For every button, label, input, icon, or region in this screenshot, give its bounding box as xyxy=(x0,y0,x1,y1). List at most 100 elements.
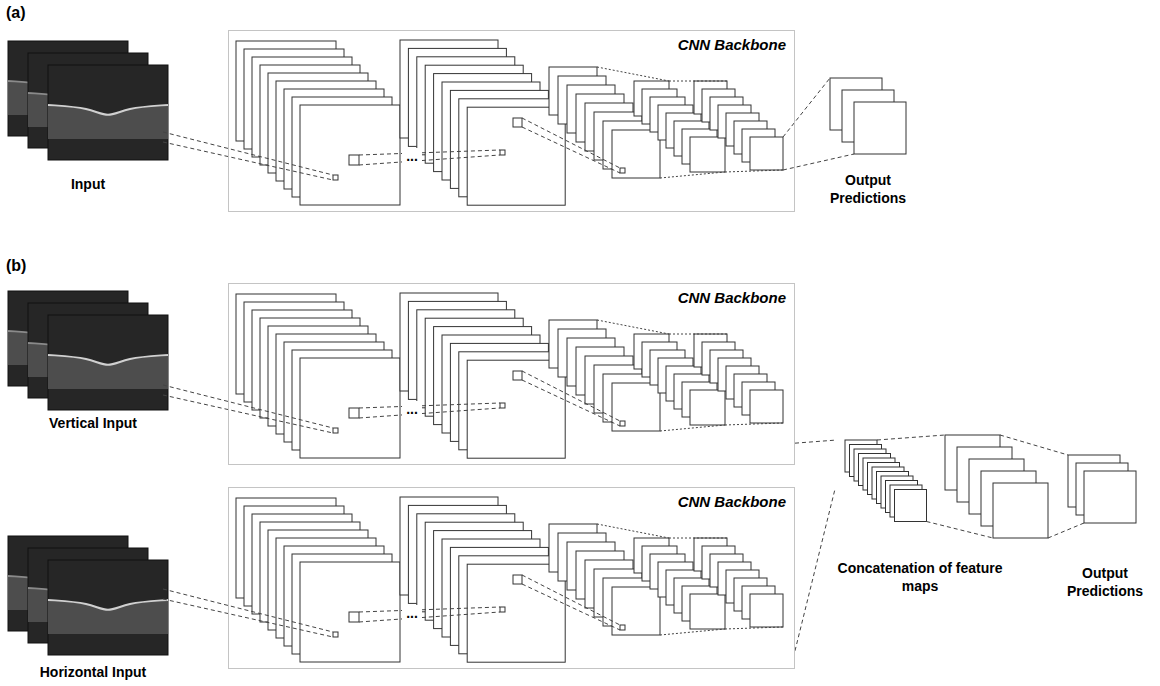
receptive-field xyxy=(620,168,625,173)
feature-map xyxy=(467,107,565,205)
output-label: Output Predictions xyxy=(818,172,918,207)
receptive-field xyxy=(500,607,505,612)
output-stack xyxy=(1068,455,1136,523)
projection-line xyxy=(783,78,830,137)
receptive-field xyxy=(513,575,522,584)
projection-line xyxy=(163,599,333,637)
projection-line xyxy=(522,118,620,168)
projection-line xyxy=(163,132,333,175)
feature-connector xyxy=(795,440,835,443)
feature-map xyxy=(467,360,565,458)
feature-map xyxy=(750,390,783,423)
feature-map-stack xyxy=(236,294,400,458)
retina-band xyxy=(48,600,168,610)
receptive-field xyxy=(333,428,338,433)
receptive-field xyxy=(513,118,522,127)
oct-image-stack xyxy=(8,536,168,655)
receptive-field xyxy=(333,632,338,637)
retina-layers xyxy=(48,355,168,389)
feature-map-stack xyxy=(236,498,400,662)
receptive-field xyxy=(620,421,625,426)
ellipsis: ... xyxy=(402,401,422,419)
feature-map xyxy=(750,137,783,170)
projection-line xyxy=(660,425,725,431)
projection-line xyxy=(163,142,333,180)
projection-line xyxy=(522,380,620,426)
feature-map xyxy=(612,383,660,431)
retina-layers xyxy=(48,105,168,139)
projection-line xyxy=(725,423,783,425)
feature-map xyxy=(300,105,400,205)
projection-line xyxy=(359,403,500,408)
retina-layers xyxy=(48,600,168,634)
feature-map xyxy=(300,358,400,458)
projection-line xyxy=(522,584,620,630)
receptive-field xyxy=(349,155,359,165)
projection-line xyxy=(927,522,994,539)
projection-line xyxy=(725,170,783,172)
projection-line xyxy=(522,575,620,625)
projection-line xyxy=(359,612,500,622)
feature-map-stack xyxy=(694,334,783,423)
fused-feature-stack xyxy=(945,435,1048,538)
projection-line xyxy=(359,150,500,155)
backbone-box: CNN Backbone xyxy=(228,30,795,212)
receptive-field xyxy=(349,408,359,418)
projection-line xyxy=(660,172,725,178)
feature-map xyxy=(690,390,725,425)
retina-band xyxy=(48,105,168,115)
backbone-box: CNN Backbone xyxy=(228,487,795,669)
receptive-field xyxy=(333,175,338,180)
projection-line xyxy=(597,320,669,334)
feature-map xyxy=(854,102,906,154)
projection-line xyxy=(359,408,500,418)
panel-letter: (b) xyxy=(6,256,46,276)
concat-block: Concatenation of feature maps xyxy=(835,432,1005,595)
projection-line xyxy=(725,627,783,629)
receptive-field xyxy=(513,371,522,380)
input-label: Input xyxy=(40,176,136,194)
receptive-field xyxy=(500,150,505,155)
projection-line xyxy=(522,127,620,173)
block-caption: Concatenation of feature maps xyxy=(835,560,1005,595)
feature-map xyxy=(690,594,725,629)
feature-connector xyxy=(795,489,835,651)
concatenated-stack xyxy=(845,440,927,522)
feature-map xyxy=(895,490,927,522)
feature-map xyxy=(612,587,660,635)
oct-scan xyxy=(48,315,168,410)
feature-map-stack xyxy=(694,538,783,627)
projection-line xyxy=(877,435,945,440)
projection-line xyxy=(669,81,727,82)
receptive-field xyxy=(349,612,359,622)
feature-map xyxy=(1084,471,1136,523)
projection-line xyxy=(1000,435,1068,455)
projection-line xyxy=(1048,523,1084,538)
receptive-field xyxy=(620,625,625,630)
oct-image-stack xyxy=(8,41,168,160)
output-stack xyxy=(830,78,906,154)
oct-scan xyxy=(48,560,168,655)
projection-line xyxy=(163,395,333,433)
feature-map-stack xyxy=(400,293,565,458)
backbone-title: CNN Backbone xyxy=(678,36,786,53)
feature-map-stack xyxy=(694,81,783,170)
projection-line xyxy=(163,589,333,632)
feature-map xyxy=(300,562,400,662)
ellipsis: ... xyxy=(402,605,422,623)
feature-map xyxy=(612,130,660,178)
input-label: Vertical Input xyxy=(23,415,163,433)
oct-image-stack xyxy=(8,291,168,410)
projection-line xyxy=(163,385,333,428)
feature-map xyxy=(467,564,565,662)
projection-line xyxy=(597,524,669,538)
retina-band xyxy=(48,355,168,365)
projection-line xyxy=(783,154,854,170)
backbone-title: CNN Backbone xyxy=(678,493,786,510)
projection-line xyxy=(522,371,620,421)
receptive-field xyxy=(500,403,505,408)
oct-scan xyxy=(48,65,168,160)
